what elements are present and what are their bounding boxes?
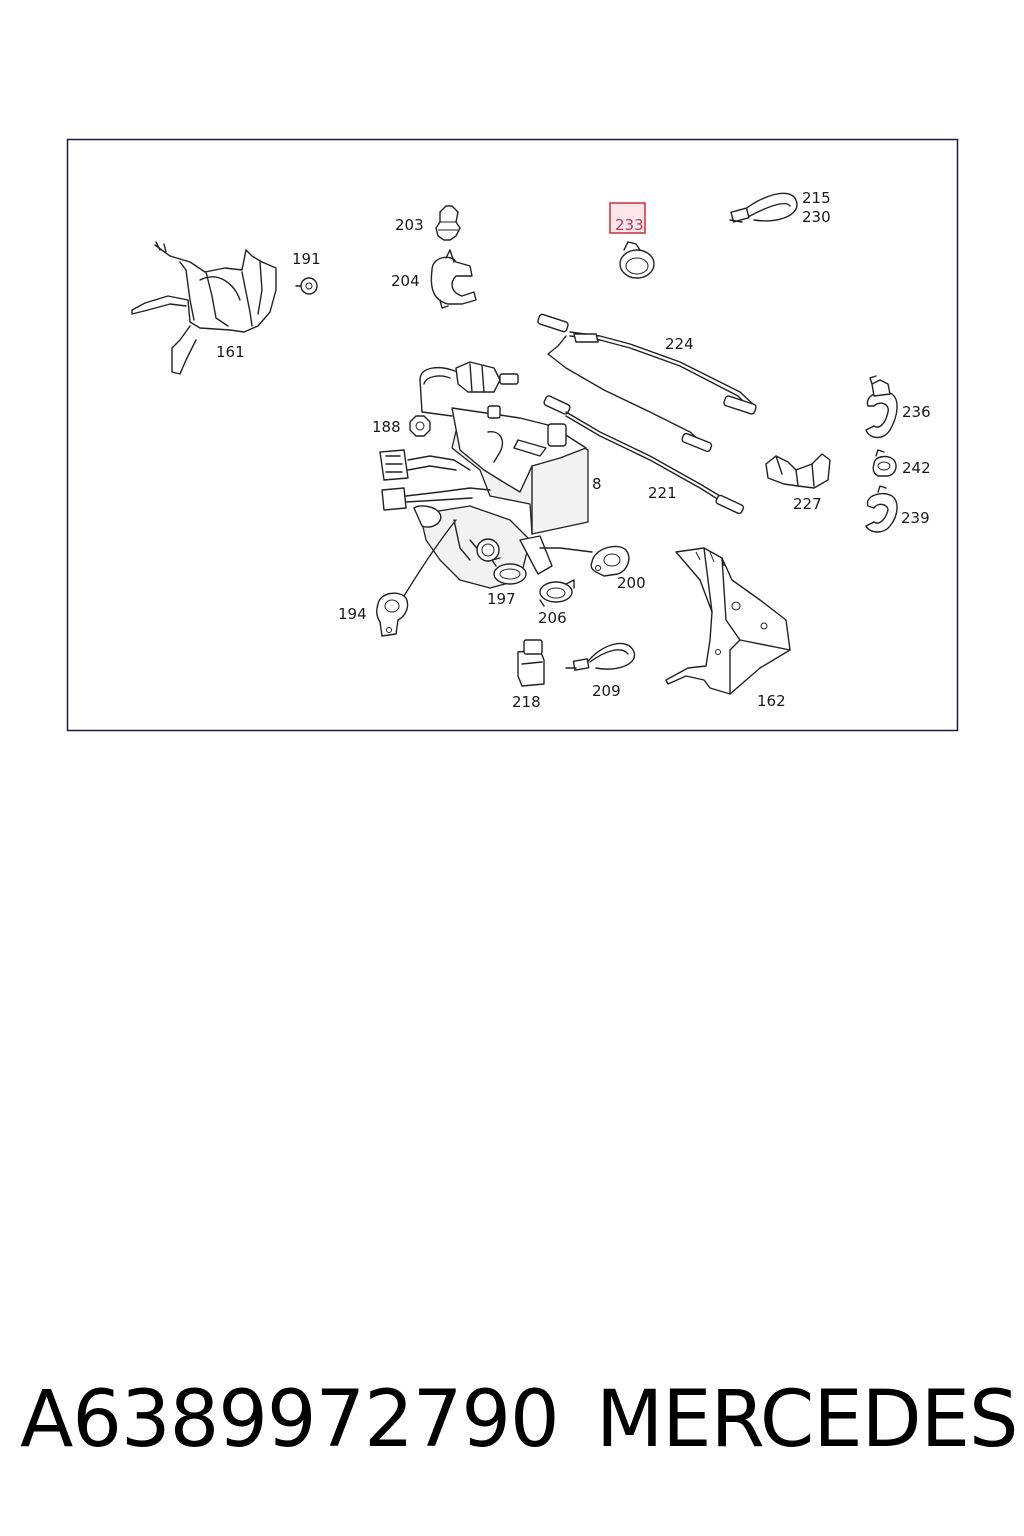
clamp-197-drawing [491, 557, 527, 585]
bracket-162-drawing [665, 547, 791, 695]
part-label-233: 233 [615, 216, 644, 234]
part-label-162: 162 [757, 692, 786, 710]
nut-188-drawing [409, 415, 431, 437]
cable-tie-209-drawing [565, 642, 636, 671]
part-label-197: 197 [487, 590, 516, 608]
nut-191-drawing [295, 277, 318, 295]
part-label-239: 239 [901, 509, 930, 527]
clip-200-drawing [590, 545, 630, 577]
part-label-221: 221 [648, 484, 677, 502]
clamp-236-drawing [865, 375, 898, 439]
part-label-8: 8 [592, 475, 602, 493]
clamp-239-drawing [865, 485, 898, 533]
clamp-204-drawing [430, 249, 477, 309]
part-label-227: 227 [793, 495, 822, 513]
sensor-218-drawing [517, 639, 545, 687]
part-label-206: 206 [538, 609, 567, 627]
footer: A6389972790 MERCEDES [0, 1370, 1024, 1470]
part-number: A6389972790 [20, 1375, 560, 1465]
part-label-224: 224 [665, 335, 694, 353]
part-label-188: 188 [372, 418, 401, 436]
part-label-203: 203 [395, 216, 424, 234]
brand-name: MERCEDES [596, 1375, 1018, 1465]
sensor-224-drawing [537, 313, 757, 453]
part-label-215: 215 [802, 189, 831, 207]
holder-227-drawing [765, 453, 831, 489]
ring-clamp-233-drawing [619, 241, 655, 279]
part-label-236: 236 [902, 403, 931, 421]
part-label-209: 209 [592, 682, 621, 700]
part-label-194: 194 [338, 605, 367, 623]
parts-diagram: 203 233 215 230 191 204 161 224 236 188 … [66, 138, 959, 732]
part-label-191: 191 [292, 250, 321, 268]
bracket-161-drawing [131, 241, 277, 375]
clamp-242-drawing [872, 449, 897, 477]
part-label-230: 230 [802, 208, 831, 226]
heater-unit-drawing [379, 361, 593, 597]
part-label-218: 218 [512, 693, 541, 711]
sensor-221-drawing [543, 395, 745, 515]
part-label-242: 242 [902, 459, 931, 477]
part-label-204: 204 [391, 272, 420, 290]
part-label-200: 200 [617, 574, 646, 592]
clamp-194-drawing [375, 592, 409, 637]
cable-tie-215-drawing [729, 192, 798, 223]
clamp-206-drawing [539, 579, 575, 607]
fitting-203-drawing [435, 205, 461, 241]
part-label-161: 161 [216, 343, 245, 361]
highlight-box-233[interactable] [609, 202, 646, 234]
